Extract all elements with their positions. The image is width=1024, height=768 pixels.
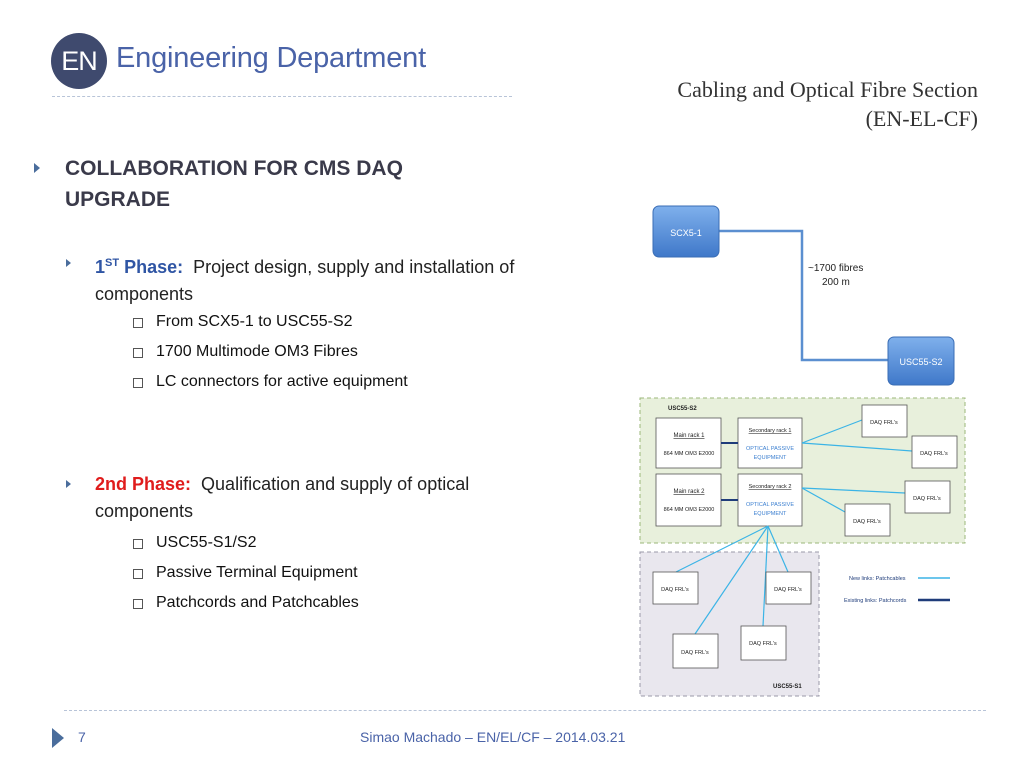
zone-s1-label: USC55-S1 bbox=[773, 684, 802, 690]
svg-text:DAQ FRL's: DAQ FRL's bbox=[681, 650, 709, 656]
new-links-s1 bbox=[675, 525, 789, 635]
zone-s2-label: USC55-S2 bbox=[668, 406, 697, 412]
phase1-list: From SCX5-1 to USC55-S2 1700 Multimode O… bbox=[133, 307, 408, 397]
footer-author-date: Simao Machado – EN/EL/CF – 2014.03.21 bbox=[360, 729, 626, 745]
phase2-text-line2: components bbox=[95, 501, 194, 521]
section-title-line2: (EN-EL-CF) bbox=[865, 106, 978, 131]
phase1-text: Project design, supply and installation … bbox=[193, 257, 515, 277]
header-divider bbox=[52, 96, 512, 97]
list-item: USC55-S1/S2 bbox=[133, 528, 359, 558]
legend-existing-links-label: Existing links: Patchcords bbox=[844, 598, 907, 604]
scx5-1-node bbox=[652, 205, 720, 258]
daq-frl-box: DAQ FRL's bbox=[765, 571, 812, 605]
phase2-text: Qualification and supply of optical bbox=[201, 474, 470, 494]
en-logo: EN bbox=[51, 33, 107, 89]
daq-frl-box: DAQ FRL's bbox=[911, 435, 958, 469]
secondary-rack-1 bbox=[737, 417, 803, 469]
list-item: Passive Terminal Equipment bbox=[133, 558, 359, 588]
svg-text:DAQ FRL's: DAQ FRL's bbox=[913, 496, 941, 502]
phase2-label: 2nd Phase: bbox=[95, 474, 192, 494]
new-links-s2 bbox=[801, 419, 913, 513]
trunk-fibre-link bbox=[719, 229, 888, 362]
daq-frl-box: DAQ FRL's bbox=[672, 633, 719, 669]
phase1-paragraph: 1ST Phase: Project design, supply and in… bbox=[95, 250, 615, 308]
passive-equipment-1-line2: EQUIPMENT bbox=[754, 455, 787, 461]
list-item: From SCX5-1 to USC55-S2 bbox=[133, 307, 408, 337]
main-rack-1 bbox=[655, 417, 722, 469]
department-title: Engineering Department bbox=[116, 42, 426, 74]
footer-divider bbox=[64, 710, 986, 711]
phase1-text-line2: components bbox=[95, 284, 194, 304]
main-rack-2-sub: 864 MM OM3 E2000 bbox=[664, 507, 715, 513]
svg-text:DAQ FRL's: DAQ FRL's bbox=[661, 587, 689, 593]
svg-text:DAQ FRL's: DAQ FRL's bbox=[749, 641, 777, 647]
cabling-diagram: SCX5-1 USC55-S2 ~1700 fibres 200 m USC55… bbox=[639, 205, 966, 697]
main-rack-2 bbox=[655, 473, 722, 527]
secondary-rack-1-label: Secondary rack 1 bbox=[749, 428, 792, 434]
passive-equipment-2-line2: EQUIPMENT bbox=[754, 511, 787, 517]
passive-equipment-2-line1: OPTICAL PASSIVE bbox=[746, 502, 794, 508]
daq-frl-box: DAQ FRL's bbox=[861, 404, 908, 438]
legend-new-links-label: New links: Patchcables bbox=[849, 576, 906, 582]
fibre-count-label: ~1700 fibres bbox=[808, 263, 863, 274]
usc55-s2-label: USC55-S2 bbox=[899, 357, 942, 367]
phase1-label: 1ST Phase: bbox=[95, 257, 184, 277]
main-rack-1-label: Main rack 1 bbox=[673, 433, 705, 439]
svg-text:DAQ FRL's: DAQ FRL's bbox=[853, 519, 881, 525]
secondary-rack-2 bbox=[737, 473, 803, 527]
checkbox-square-icon bbox=[133, 539, 143, 549]
footer-arrow-icon bbox=[52, 728, 64, 748]
section-title-line1: Cabling and Optical Fibre Section bbox=[677, 77, 978, 102]
slide-heading-line2: UPGRADE bbox=[65, 188, 171, 211]
daq-frl-box: DAQ FRL's bbox=[904, 480, 951, 514]
svg-text:DAQ FRL's: DAQ FRL's bbox=[870, 420, 898, 426]
phase2-list: USC55-S1/S2 Passive Terminal Equipment P… bbox=[133, 528, 359, 618]
list-item: 1700 Multimode OM3 Fibres bbox=[133, 337, 408, 367]
list-item: Patchcords and Patchcables bbox=[133, 588, 359, 618]
bullet-arrow-icon bbox=[66, 259, 71, 267]
section-title: Cabling and Optical Fibre Section (EN-EL… bbox=[677, 75, 978, 133]
svg-text:DAQ FRL's: DAQ FRL's bbox=[920, 451, 948, 457]
svg-text:DAQ FRL's: DAQ FRL's bbox=[774, 587, 802, 593]
checkbox-square-icon bbox=[133, 318, 143, 328]
fibre-length-label: 200 m bbox=[822, 277, 850, 288]
main-rack-1-sub: 864 MM OM3 E2000 bbox=[664, 451, 715, 457]
daq-frl-box: DAQ FRL's bbox=[652, 571, 699, 605]
bullet-arrow-icon bbox=[66, 480, 71, 488]
daq-frl-box: DAQ FRL's bbox=[844, 503, 891, 537]
usc55-s2-node bbox=[887, 336, 955, 386]
secondary-rack-2-label: Secondary rack 2 bbox=[749, 484, 792, 490]
phase2-paragraph: 2nd Phase: Qualification and supply of o… bbox=[95, 471, 615, 525]
checkbox-square-icon bbox=[133, 599, 143, 609]
checkbox-square-icon bbox=[133, 348, 143, 358]
page-number: 7 bbox=[78, 729, 86, 745]
scx5-1-label: SCX5-1 bbox=[670, 228, 702, 238]
slide-heading: COLLABORATION FOR CMS DAQ UPGRADE bbox=[65, 153, 545, 215]
bullet-arrow-icon bbox=[34, 163, 40, 173]
list-item: LC connectors for active equipment bbox=[133, 367, 408, 397]
checkbox-square-icon bbox=[133, 378, 143, 388]
checkbox-square-icon bbox=[133, 569, 143, 579]
daq-frl-box: DAQ FRL's bbox=[740, 625, 787, 661]
main-rack-2-label: Main rack 2 bbox=[673, 489, 705, 495]
passive-equipment-1-line1: OPTICAL PASSIVE bbox=[746, 446, 794, 452]
slide-heading-line1: COLLABORATION FOR CMS DAQ bbox=[65, 157, 403, 180]
